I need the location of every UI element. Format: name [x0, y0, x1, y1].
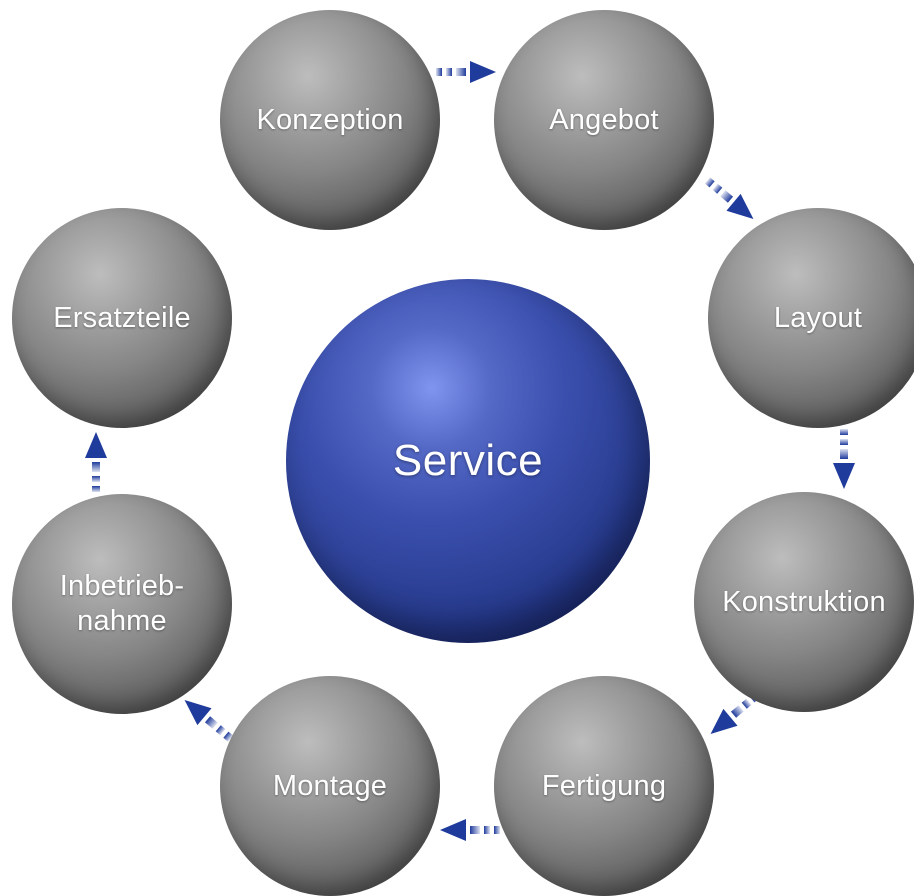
center-node-label: Service: [392, 435, 544, 485]
center-node-service: Service: [286, 279, 650, 643]
node-label-angebot: Angebot: [549, 103, 659, 136]
node-label-inbetriebnahme: Inbetrieb- nahme: [60, 569, 185, 639]
arrow-inbetriebnahme-to-ersatzteile: [85, 432, 107, 492]
node-label-ersatzteile: Ersatzteile: [53, 301, 191, 334]
node-label-fertigung: Fertigung: [541, 769, 667, 802]
arrow-angebot-to-layout: [704, 177, 754, 219]
node-label-inbetriebnahme-line1: Inbetrieb-: [59, 570, 185, 603]
node-ersatzteile: Ersatzteile: [12, 208, 232, 428]
arrow-layout-to-konstruktion: [833, 429, 855, 489]
node-konstruktion: Konstruktion: [694, 492, 914, 712]
node-konzeption: Konzeption: [220, 10, 440, 230]
node-angebot: Angebot: [494, 10, 714, 230]
node-label-montage: Montage: [272, 769, 388, 802]
node-inbetriebnahme: Inbetrieb- nahme: [12, 494, 232, 714]
node-montage: Montage: [220, 676, 440, 896]
arrow-montage-to-inbetriebnahme: [184, 700, 234, 742]
arrow-fertigung-to-montage: [440, 819, 500, 841]
node-label-layout: Layout: [773, 301, 863, 334]
node-label-konzeption: Konzeption: [256, 103, 404, 136]
node-fertigung: Fertigung: [494, 676, 714, 896]
arrow-konzeption-to-angebot: [436, 61, 496, 83]
node-label-konstruktion: Konstruktion: [722, 585, 886, 618]
node-layout: Layout: [708, 208, 914, 428]
node-label-inbetriebnahme-line2: nahme: [77, 605, 167, 637]
